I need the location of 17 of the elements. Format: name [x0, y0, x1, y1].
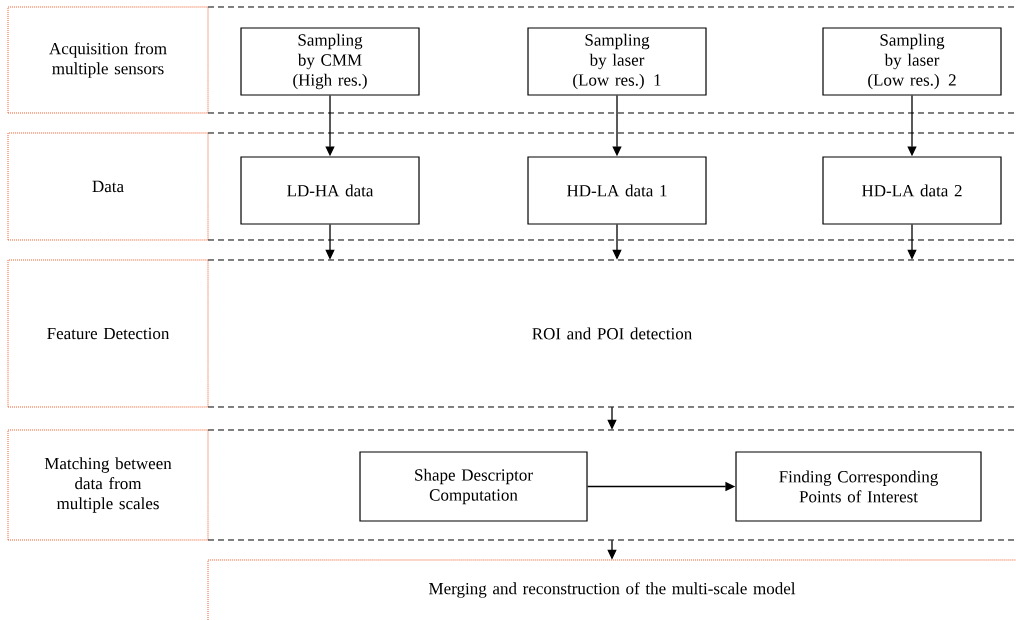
process-box: Finding Corresponding Points of Interest [735, 451, 982, 522]
lane-label-box: Matching between data from multiple scales [7, 429, 209, 541]
lane-label-box: Acquisition from multiple sensors [7, 6, 209, 114]
lane-band [207, 429, 1016, 541]
process-box: LD-HA data [240, 156, 420, 225]
process-box: Sampling by laser (Low res.) 2 [822, 27, 1002, 96]
process-box: Sampling by laser (Low res.) 1 [527, 27, 707, 96]
lane-label-box: Data [7, 132, 209, 241]
lane-label-box: Feature Detection [7, 259, 209, 408]
process-box: Sampling by CMM (High res.) [240, 27, 420, 96]
process-box: Shape Descriptor Computation [359, 451, 588, 522]
process-box: HD-LA data 2 [822, 156, 1002, 225]
output-band: Merging and reconstruction of the multi-scale model [207, 559, 1016, 620]
lane-band: ROI and POI detection [207, 259, 1016, 408]
process-box: HD-LA data 1 [527, 156, 707, 225]
lane-band [207, 132, 1016, 241]
lane-band [207, 6, 1016, 114]
